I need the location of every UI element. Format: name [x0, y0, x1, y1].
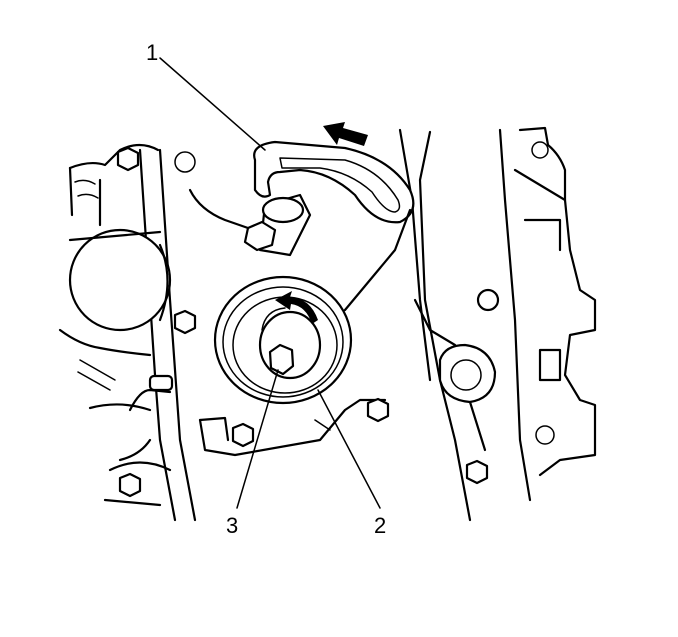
engine-cover-left: [58, 143, 197, 522]
hex-bolt: [231, 422, 255, 448]
tensioner-arm: [253, 140, 415, 312]
hex-bolt: [116, 146, 140, 172]
callout-3: 3: [226, 513, 238, 538]
hex-bolts: [116, 146, 489, 498]
leader-lines: [159, 57, 381, 509]
rail-clip: [148, 374, 174, 392]
tensioner-bolt: [268, 343, 295, 376]
pivot-bolt: [174, 151, 312, 257]
water-pump-pulley: [68, 228, 172, 332]
direction-arrow: [323, 122, 368, 146]
hex-bolt: [366, 397, 390, 423]
idler-pulley-right: [413, 298, 497, 452]
hex-bolt: [465, 459, 489, 485]
callout-2: 2: [374, 513, 386, 538]
hex-bolt: [118, 472, 142, 498]
lower-bracket: [118, 388, 387, 462]
pulley-rotation-arrow: [275, 291, 318, 324]
callout-1: 1: [146, 40, 158, 65]
engine-block-right: [398, 126, 597, 522]
hex-bolt: [173, 309, 197, 335]
